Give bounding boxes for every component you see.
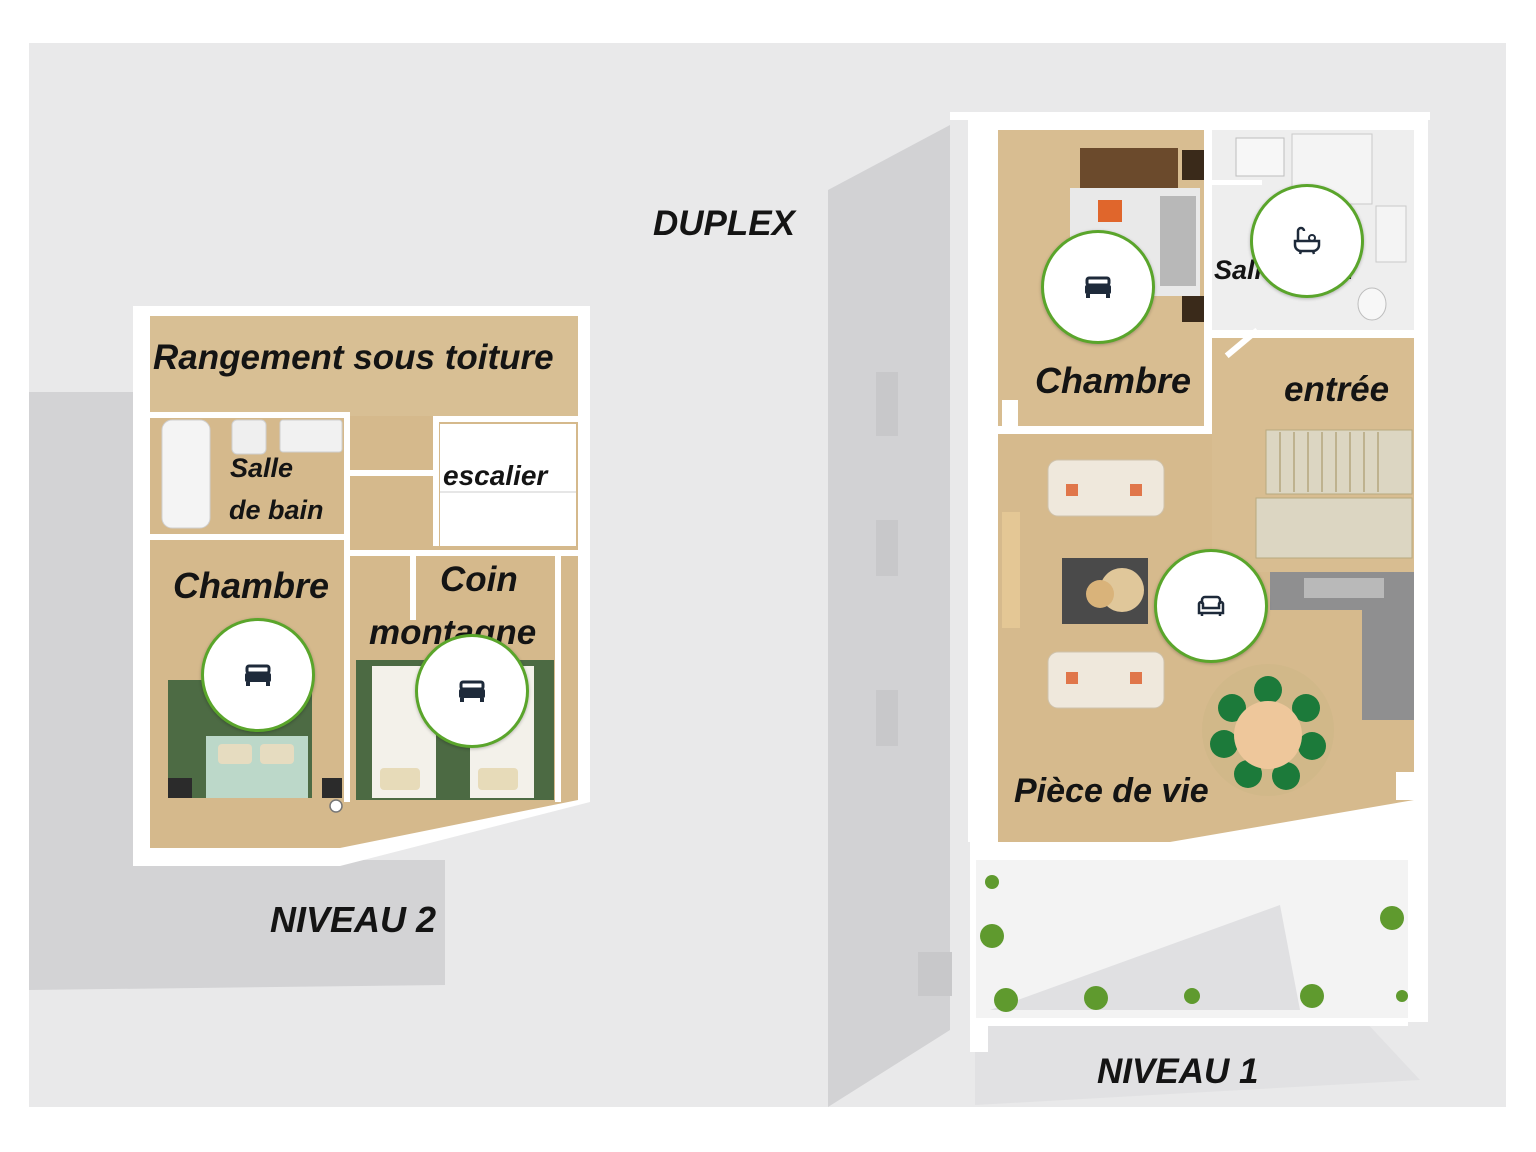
- dining-chairs: [1210, 676, 1326, 790]
- kitchen-counter: [1270, 572, 1414, 720]
- bed-icon: [459, 680, 485, 702]
- corner-marker-level2[interactable]: [415, 634, 529, 748]
- sofa-top: [1047, 459, 1165, 517]
- bed-headboard: [1080, 148, 1178, 188]
- terrace-plants: [980, 875, 1408, 1012]
- room-label-corner-line1: Coin: [440, 560, 518, 599]
- bedroom-marker-level1[interactable]: [1041, 230, 1155, 344]
- shower-room-marker[interactable]: [1250, 184, 1364, 298]
- room-label-bedroom-level2: Chambre: [173, 565, 330, 606]
- level1-shadow: [828, 125, 950, 1107]
- bed-icon: [1085, 276, 1111, 298]
- sofa-icon: [1197, 595, 1225, 616]
- stairs-lower: [1255, 497, 1413, 559]
- storage-floor: [150, 316, 578, 416]
- sofa-bottom: [1047, 651, 1165, 709]
- room-label-bedroom-level1: Chambre: [1035, 360, 1192, 401]
- room-label-stairs: escalier: [443, 460, 548, 491]
- sink: [279, 419, 343, 453]
- room-label-entrance: entrée: [1284, 370, 1390, 409]
- tv-bench: [1002, 512, 1020, 628]
- stairs-upper: [1265, 429, 1413, 495]
- page-title: DUPLEX: [653, 204, 795, 243]
- bedroom-marker-level2[interactable]: [201, 618, 315, 732]
- shadow-windows: [876, 372, 952, 996]
- bed-icon: [245, 664, 271, 686]
- toilet: [231, 419, 267, 455]
- room-label-living: Pièce de vie: [1014, 772, 1209, 810]
- room-label-bathroom-line2: de bain: [229, 495, 324, 525]
- level1-label: NIVEAU 1: [1097, 1052, 1259, 1091]
- stairs-void: [440, 424, 576, 546]
- dining-table: [1234, 701, 1302, 769]
- room-label-bathroom-line1: Salle: [230, 453, 294, 483]
- living-room-marker[interactable]: [1154, 549, 1268, 663]
- room-label-storage: Rangement sous toiture: [153, 338, 554, 377]
- level2-label: NIVEAU 2: [270, 899, 437, 940]
- bathtub: [161, 419, 211, 529]
- bath-icon: [1293, 226, 1321, 255]
